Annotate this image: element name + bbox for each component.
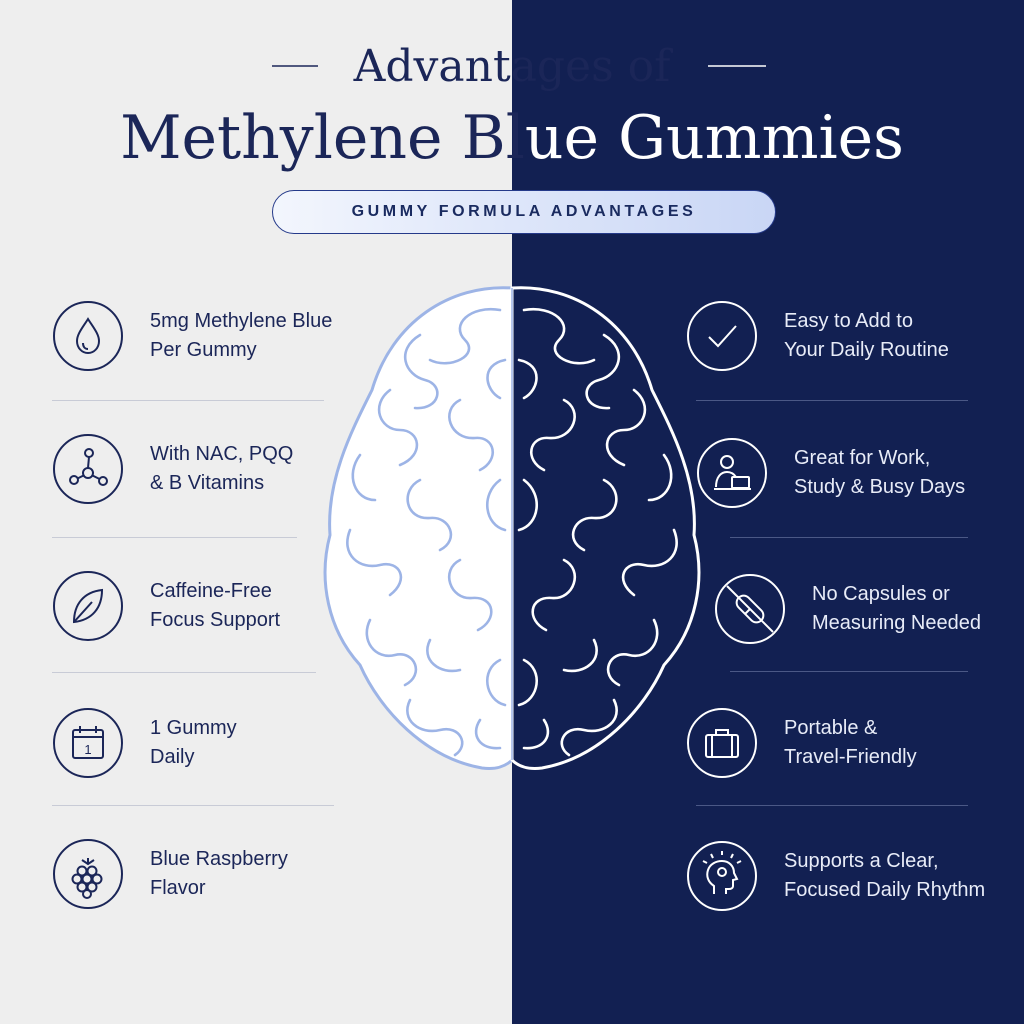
suitcase-icon: [686, 707, 758, 779]
right-item-portable: Portable &Travel-Friendly: [686, 707, 917, 779]
raspberry-icon: [52, 838, 124, 910]
left-item-ingredients: With NAC, PQQ& B Vitamins: [52, 433, 293, 505]
person-laptop-icon: [696, 437, 768, 509]
right-item-label: Portable &Travel-Friendly: [784, 717, 917, 768]
subtitle-text: GUMMY FORMULA ADVANTAGES: [351, 203, 697, 220]
brain-right-folds: [517, 307, 678, 757]
title-block: Advantages of Methylene Blue Gummies: [120, 41, 904, 173]
divider: [696, 805, 968, 806]
right-item-label: Supports a Clear,Focused Daily Rhythm: [784, 850, 986, 901]
divider: [52, 805, 334, 806]
divider: [730, 537, 968, 538]
brain-left-folds: [346, 307, 507, 757]
right-item-clear-rhythm: Supports a Clear,Focused Daily Rhythm: [686, 840, 985, 912]
calendar-icon: 1: [52, 707, 124, 779]
divider: [52, 537, 297, 538]
leaf-icon: [52, 570, 124, 642]
divider: [52, 400, 324, 401]
checkmark-icon: [686, 300, 758, 372]
divider: [696, 400, 968, 401]
brain-left-hemisphere: [323, 286, 514, 770]
water-drop-icon: [52, 300, 124, 372]
title-line-2: Methylene Blue Gummies: [120, 103, 904, 173]
divider: [730, 671, 968, 672]
brain-illustration: [323, 286, 701, 770]
divider: [52, 672, 316, 673]
right-item-work-study: Great for Work,Study & Busy Days: [696, 437, 965, 509]
left-item-label: With NAC, PQQ& B Vitamins: [150, 443, 294, 494]
molecule-icon: [52, 433, 124, 505]
right-item-label: Great for Work,Study & Busy Days: [794, 447, 966, 498]
subtitle-pill: GUMMY FORMULA ADVANTAGES: [272, 190, 776, 234]
head-focus-icon: [686, 840, 758, 912]
title-line-1: Advantages of: [353, 41, 674, 92]
no-capsule-icon: [714, 573, 786, 645]
brain-right-hemisphere: [510, 286, 701, 770]
svg-text:1: 1: [84, 742, 91, 757]
